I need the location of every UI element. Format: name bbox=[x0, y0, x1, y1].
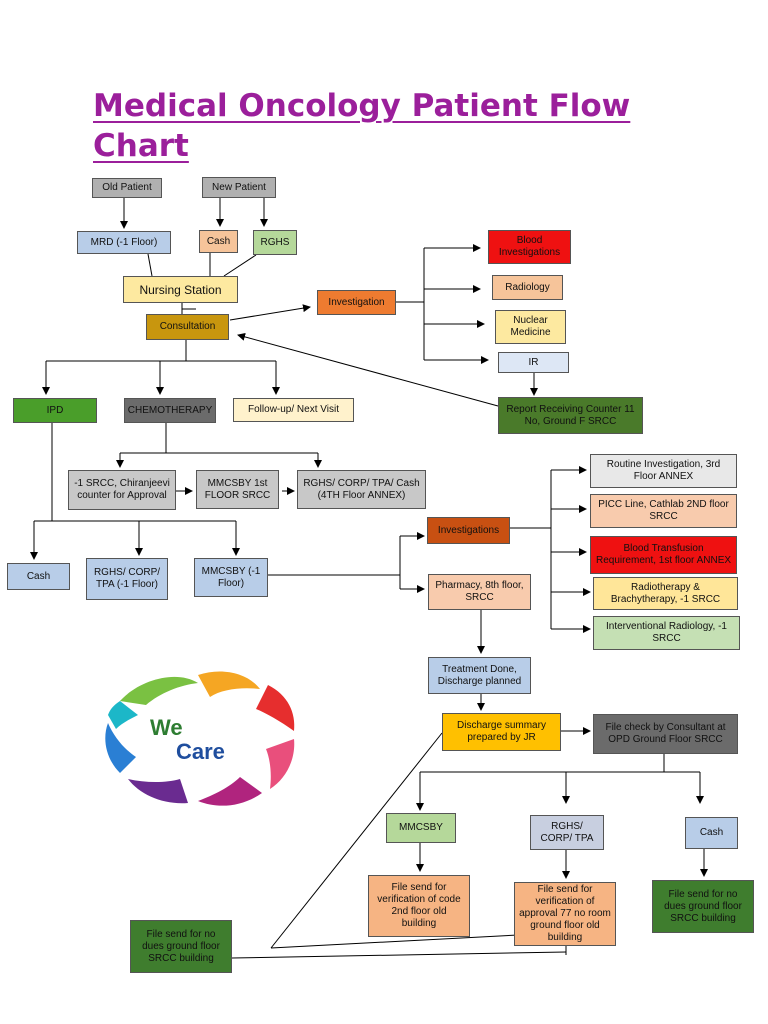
ipd-box: IPD bbox=[13, 398, 97, 423]
followup-box: Follow-up/ Next Visit bbox=[233, 398, 354, 422]
file-send-code2-box: File send for verification of code 2nd f… bbox=[368, 875, 470, 937]
page-title: Medical Oncology Patient Flow Chart bbox=[93, 88, 631, 164]
file-send-approval77-box: File send for verification of approval 7… bbox=[514, 882, 616, 946]
radiotherapy-box: Radiotherapy & Brachytherapy, -1 SRCC bbox=[593, 577, 738, 610]
treatment-done-box: Treatment Done, Discharge planned bbox=[428, 657, 531, 694]
rghs-corp-tpa-cash-box: RGHS/ CORP/ TPA/ Cash (4TH Floor ANNEX) bbox=[297, 470, 426, 509]
file-send-nodues-right-box: File send for no dues ground floor SRCC … bbox=[652, 880, 754, 933]
old-patient-box: Old Patient bbox=[92, 178, 162, 198]
rghs-corp-tpa-floor-box: RGHS/ CORP/ TPA (-1 Floor) bbox=[86, 558, 168, 600]
radiology-box: Radiology bbox=[492, 275, 563, 300]
picc-line-box: PICC Line, Cathlab 2ND floor SRCC bbox=[590, 494, 737, 528]
cash-bottom-box: Cash bbox=[685, 817, 738, 849]
investigations2-box: Investigations bbox=[427, 517, 510, 544]
we-care-logo: We Care bbox=[80, 665, 315, 810]
chemotherapy-box: CHEMOTHERAPY bbox=[124, 398, 216, 423]
routine-investigation-box: Routine Investigation, 3rd Floor ANNEX bbox=[590, 454, 737, 488]
cash-mid-box: Cash bbox=[7, 563, 70, 590]
mrd-box: MRD (-1 Floor) bbox=[77, 231, 171, 254]
blood-transfusion-box: Blood Transfusion Requirement, 1st floor… bbox=[590, 536, 737, 574]
logo-word-care: Care bbox=[176, 739, 225, 764]
mmcsby-bottom-box: MMCSBY bbox=[386, 813, 456, 843]
new-patient-box: New Patient bbox=[202, 177, 276, 198]
file-check-box: File check by Consultant at OPD Ground F… bbox=[593, 714, 738, 754]
nursing-station-box: Nursing Station bbox=[123, 276, 238, 303]
blood-investigations-box: Blood Investigations bbox=[488, 230, 571, 264]
mmcsby-1st-floor-box: MMCSBY 1st FLOOR SRCC bbox=[196, 470, 279, 509]
investigation-box: Investigation bbox=[317, 290, 396, 315]
srcc-chiranjeevi-box: -1 SRCC, Chiranjeevi counter for Approva… bbox=[68, 470, 176, 510]
report-counter-box: Report Receiving Counter 11 No, Ground F… bbox=[498, 397, 643, 434]
hands-ring-icon bbox=[105, 671, 295, 806]
rghs-corp-tpa-bottom-box: RGHS/ CORP/ TPA bbox=[530, 815, 604, 850]
nuclear-medicine-box: Nuclear Medicine bbox=[495, 310, 566, 344]
cash-top-box: Cash bbox=[199, 230, 238, 253]
ir-box: IR bbox=[498, 352, 569, 373]
discharge-summary-box: Discharge summary prepared by JR bbox=[442, 713, 561, 751]
file-send-nodues-left-box: File send for no dues ground floor SRCC … bbox=[130, 920, 232, 973]
rghs-top-box: RGHS bbox=[253, 230, 297, 255]
interventional-radiology-box: Interventional Radiology, -1 SRCC bbox=[593, 616, 740, 650]
mmcsby-minus1-box: MMCSBY (-1 Floor) bbox=[194, 558, 268, 597]
pharmacy-box: Pharmacy, 8th floor, SRCC bbox=[428, 574, 531, 610]
consultation-box: Consultation bbox=[146, 314, 229, 340]
logo-word-we: We bbox=[150, 715, 183, 740]
